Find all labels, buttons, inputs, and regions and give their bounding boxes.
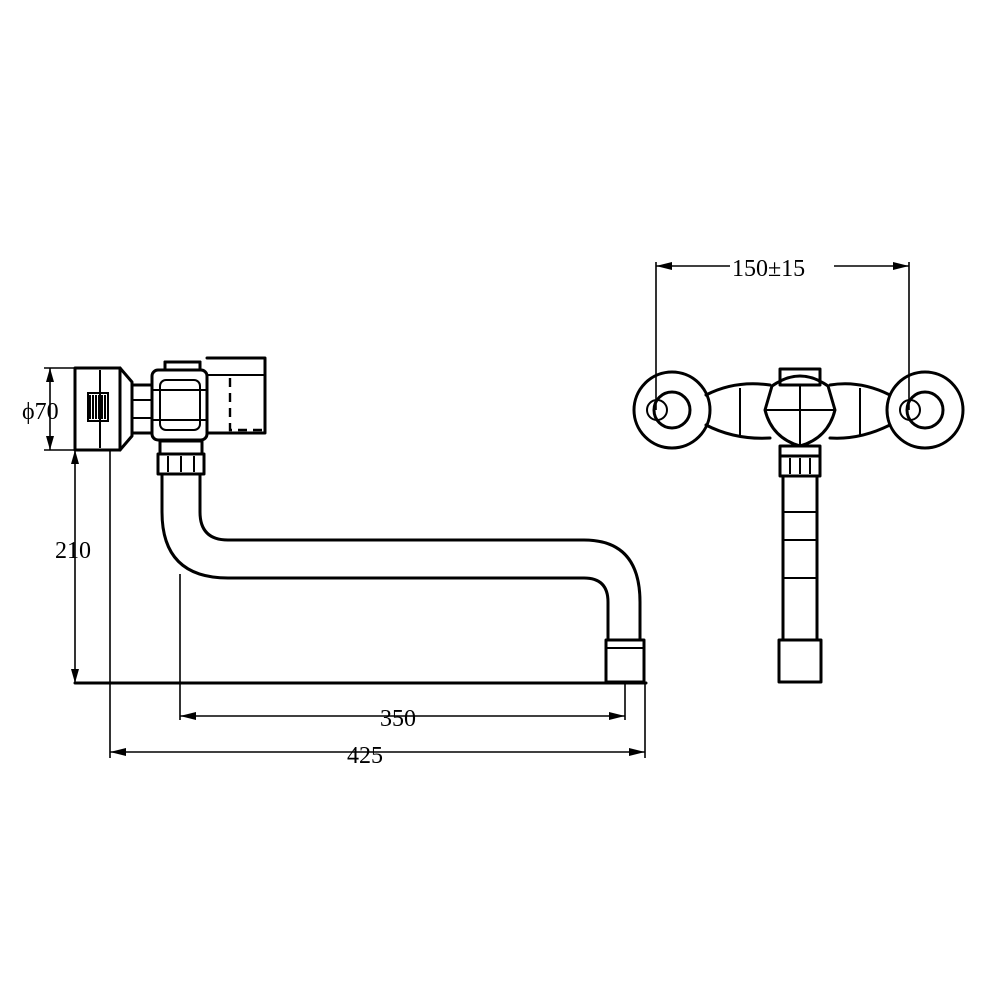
threaded-inlet	[87, 392, 109, 422]
front-spout-outlet	[777, 638, 823, 684]
dimension-height: 210	[55, 450, 91, 683]
front-spout-tube	[781, 474, 819, 642]
pipe-diameter-label: ϕ70	[22, 399, 59, 425]
spout-outlet	[604, 638, 646, 684]
front-view	[632, 367, 965, 684]
body-arms	[704, 382, 892, 440]
valve-body	[150, 360, 209, 442]
dimension-pipe-diameter: ϕ70	[22, 367, 75, 451]
spout-pipe	[160, 472, 642, 642]
dimension-overall-length: 425	[109, 450, 646, 769]
front-spout-nut	[778, 444, 822, 478]
handle	[205, 356, 267, 435]
central-body	[763, 367, 837, 448]
height-label: 210	[55, 538, 91, 564]
spout-reach-label: 350	[380, 706, 416, 732]
handle-spacing-label: 150±15	[732, 256, 805, 282]
spout-nut	[156, 439, 206, 476]
left-flange	[632, 370, 712, 450]
side-view	[73, 356, 648, 685]
right-flange	[885, 370, 965, 450]
dimension-spout-reach: 350	[179, 574, 626, 732]
inlet-nut	[130, 383, 154, 435]
overall-length-label: 425	[347, 743, 383, 769]
wall-flange	[73, 366, 134, 452]
dimension-handle-spacing: 150±15	[655, 252, 910, 410]
